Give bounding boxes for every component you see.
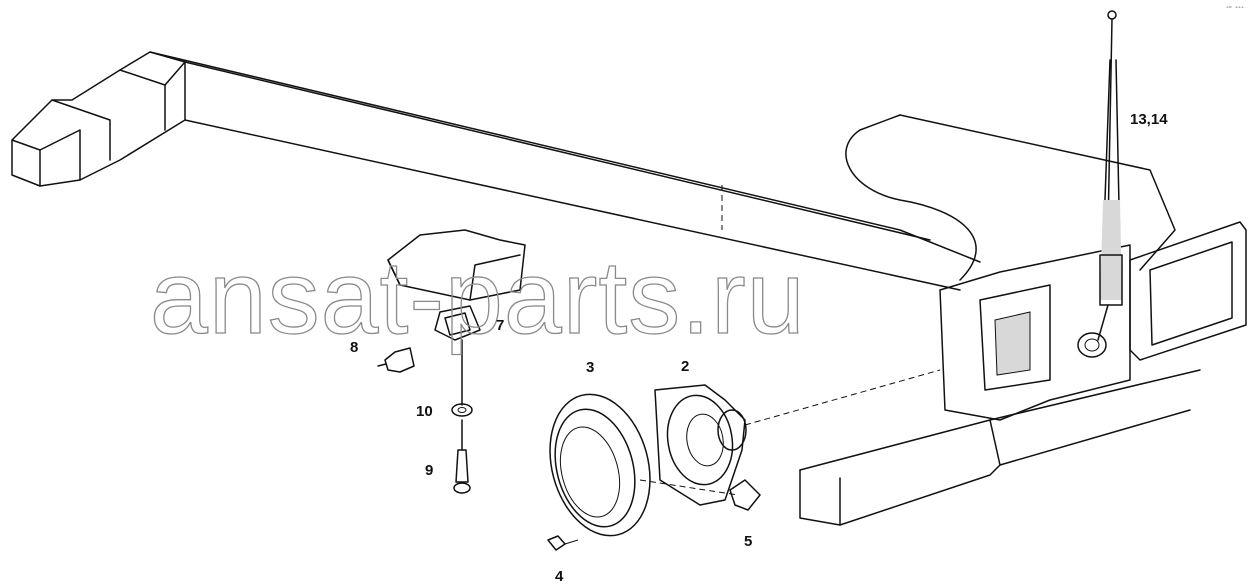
lamp-speaker-assembly bbox=[547, 369, 941, 551]
callout-7: 7 bbox=[496, 317, 504, 334]
callout-5: 5 bbox=[744, 533, 752, 550]
callout-2: 2 bbox=[681, 358, 689, 375]
callout-labels: 2 3 4 5 7 8 9 10 13,14 bbox=[350, 111, 1168, 585]
corner-code: ᵒᴰ ᵒᵒᵒ bbox=[1226, 6, 1244, 12]
body-beam bbox=[11, 51, 1247, 526]
callout-9: 9 bbox=[425, 462, 433, 479]
bracket-assembly bbox=[377, 229, 526, 494]
callout-10: 10 bbox=[416, 403, 433, 420]
callout-4: 4 bbox=[555, 568, 564, 585]
callout-13-14: 13,14 bbox=[1130, 111, 1168, 128]
callout-8: 8 bbox=[350, 339, 358, 356]
callout-3: 3 bbox=[586, 359, 594, 376]
antenna bbox=[1077, 10, 1123, 358]
watermark: ansat-parts.ru bbox=[150, 240, 806, 356]
